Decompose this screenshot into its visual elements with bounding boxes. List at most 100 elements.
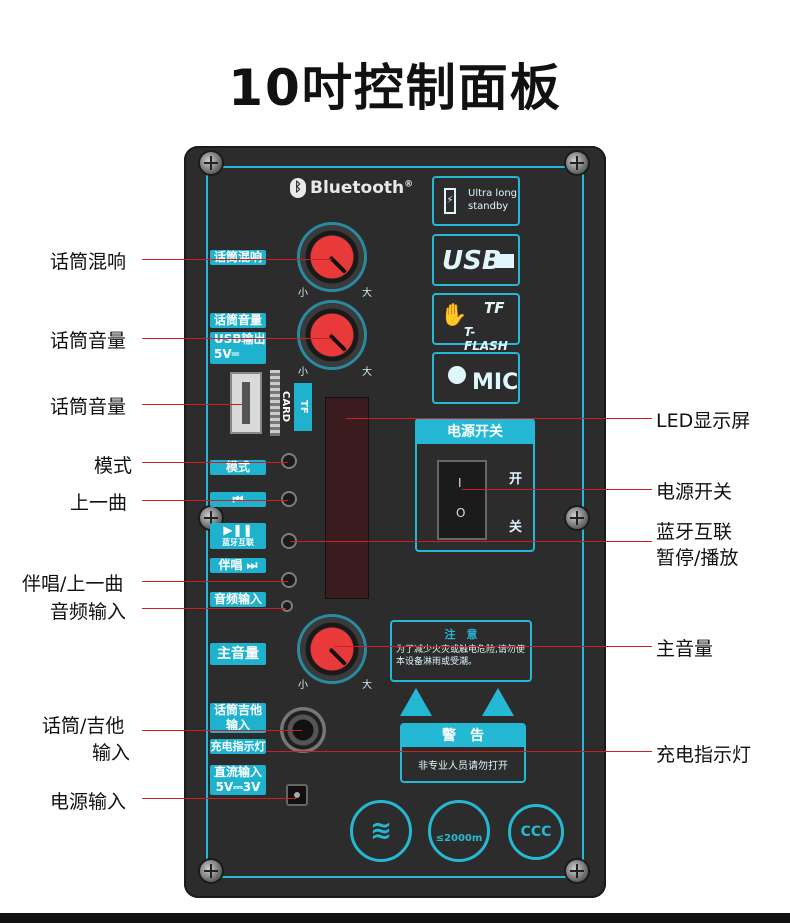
tag-mic-volume: 话筒音量 <box>210 313 266 328</box>
tf-logo: TF <box>484 299 505 317</box>
exclamation-triangle-icon <box>482 688 514 716</box>
tag-audio-in: 音频输入 <box>210 592 266 607</box>
switch-off-mark: O <box>456 506 466 520</box>
mic-volume-knob[interactable] <box>300 303 364 367</box>
power-on-label: 开 <box>509 472 523 487</box>
knob-max-label: 大 <box>362 367 372 378</box>
switch-on-mark: I <box>458 476 462 490</box>
altitude-icon: ≤2000m <box>428 800 490 862</box>
leader-line <box>142 404 242 405</box>
tag-prev: ⏮ <box>210 492 266 507</box>
mode-button[interactable] <box>281 453 297 469</box>
prev-button[interactable] <box>281 491 297 507</box>
bt-link-label: 蓝牙互联 <box>222 538 254 547</box>
screw-icon <box>566 152 588 174</box>
tag-charge-led: 充电指示灯 <box>210 739 266 754</box>
tag-accompany: 伴唱 ⏭ <box>210 558 266 573</box>
power-off-label: 关 <box>509 520 523 535</box>
mic-guitar-label-1: 话筒吉他 <box>213 703 262 717</box>
feature-tflash: ✋ TF T-FLASH <box>432 293 520 353</box>
tag-mode: 模式 <box>210 460 266 475</box>
screw-icon <box>200 860 222 882</box>
warning-box: 警 告 非专业人员请勿打开 <box>400 723 526 783</box>
leader-line <box>266 751 652 752</box>
mic-text: MIC <box>472 370 519 395</box>
callout-accompany-prev: 伴唱/上一曲 <box>22 573 124 595</box>
microphone-icon <box>448 366 466 384</box>
leader-line <box>142 608 286 609</box>
page-title: 10吋控制面板 <box>228 59 562 117</box>
dc-input-label-2: 5V⎓3V <box>215 780 261 794</box>
knob-max-label: 大 <box>362 288 372 299</box>
leader-line <box>142 500 288 501</box>
callout-led-display: LED显示屏 <box>656 410 751 432</box>
water-warning-icon: ≋ <box>350 800 412 862</box>
knob-max-label: 大 <box>362 680 372 691</box>
callout-mic-guitar-2: 输入 <box>92 742 131 764</box>
callout-bt-link-1: 蓝牙互联 <box>656 521 733 543</box>
power-switch-title: 电源开关 <box>417 420 533 444</box>
accompany-button[interactable] <box>281 572 297 588</box>
notice-box: 注 意 为了减少火灾或触电危险,请勿使本设备淋雨或受潮。 <box>390 620 532 682</box>
ccc-icon: CCC <box>508 804 564 860</box>
feature-mic: MIC <box>432 352 520 404</box>
ultra-standby-text: Ultra long standby <box>468 188 518 212</box>
dc-input-label-1: 直流输入 <box>213 765 262 779</box>
tag-mic-guitar: 话筒吉他 输入 <box>210 703 266 733</box>
dc-input-jack[interactable] <box>286 784 308 806</box>
leader-line <box>142 730 302 731</box>
knob-indicator <box>328 333 347 352</box>
callout-bt-link-2: 暂停/播放 <box>656 547 739 569</box>
master-volume-knob[interactable] <box>300 617 364 681</box>
knob-min-label: 小 <box>298 680 308 691</box>
tag-usb-out: USB输出 5V═ <box>210 332 266 364</box>
callout-reverb: 话筒混响 <box>50 251 127 273</box>
leader-line <box>290 541 652 542</box>
leader-line <box>346 418 652 419</box>
callout-power-input: 电源输入 <box>50 791 127 813</box>
tag-reverb: 话筒混响 <box>210 250 266 265</box>
feature-ultra-standby: ⚡ Ultra long standby <box>432 176 520 226</box>
bluetooth-icon: ᛒ <box>290 178 306 198</box>
tf-card-slot[interactable] <box>270 370 280 436</box>
leader-line <box>142 462 288 463</box>
notice-title: 注 意 <box>444 628 478 641</box>
leader-line <box>142 338 332 339</box>
leader-line <box>334 646 652 647</box>
callout-mic-guitar-1: 话筒/吉他 <box>42 715 125 737</box>
warning-text: 非专业人员请勿打开 <box>418 761 508 772</box>
usb-out-label: USB输出 <box>214 332 266 346</box>
tag-tf-card: TF CARD <box>280 383 312 431</box>
tag-play-pause: ▶❚❚ 蓝牙互联 <box>210 523 266 549</box>
leader-line <box>142 798 296 799</box>
tag-master-volume: 主音量 <box>210 643 266 665</box>
usb-text: USB <box>442 246 502 276</box>
usb-port[interactable] <box>230 372 262 434</box>
notice-text: 为了减少火灾或触电危险,请勿使本设备淋雨或受潮。 <box>396 645 525 667</box>
callout-power-switch: 电源开关 <box>656 481 733 503</box>
screw-icon <box>566 507 588 529</box>
bluetooth-reg: ® <box>404 179 414 190</box>
warning-title: 警 告 <box>402 725 524 747</box>
reverb-knob[interactable] <box>300 225 364 289</box>
usb-plug-icon <box>496 254 514 268</box>
audio-input-jack[interactable] <box>281 600 293 612</box>
callout-mic-volume-2: 话筒音量 <box>50 396 127 418</box>
tflash-text: T-FLASH <box>464 325 508 353</box>
power-rocker-switch[interactable]: I O <box>437 460 487 540</box>
usb-out-voltage: 5V═ <box>214 347 239 361</box>
altitude-text: ≤2000m <box>435 833 483 844</box>
bottom-bar <box>0 913 790 923</box>
callout-master-volume: 主音量 <box>656 638 714 660</box>
battery-icon: ⚡ <box>444 188 456 214</box>
callout-charge-led: 充电指示灯 <box>656 744 752 766</box>
leader-line <box>142 581 288 582</box>
warning-triangle-icon <box>400 688 432 716</box>
feature-usb: USB <box>432 234 520 286</box>
knob-min-label: 小 <box>298 367 308 378</box>
callout-prev: 上一曲 <box>70 492 128 514</box>
screw-icon <box>566 860 588 882</box>
knob-indicator <box>328 647 347 666</box>
leader-line <box>142 259 332 260</box>
